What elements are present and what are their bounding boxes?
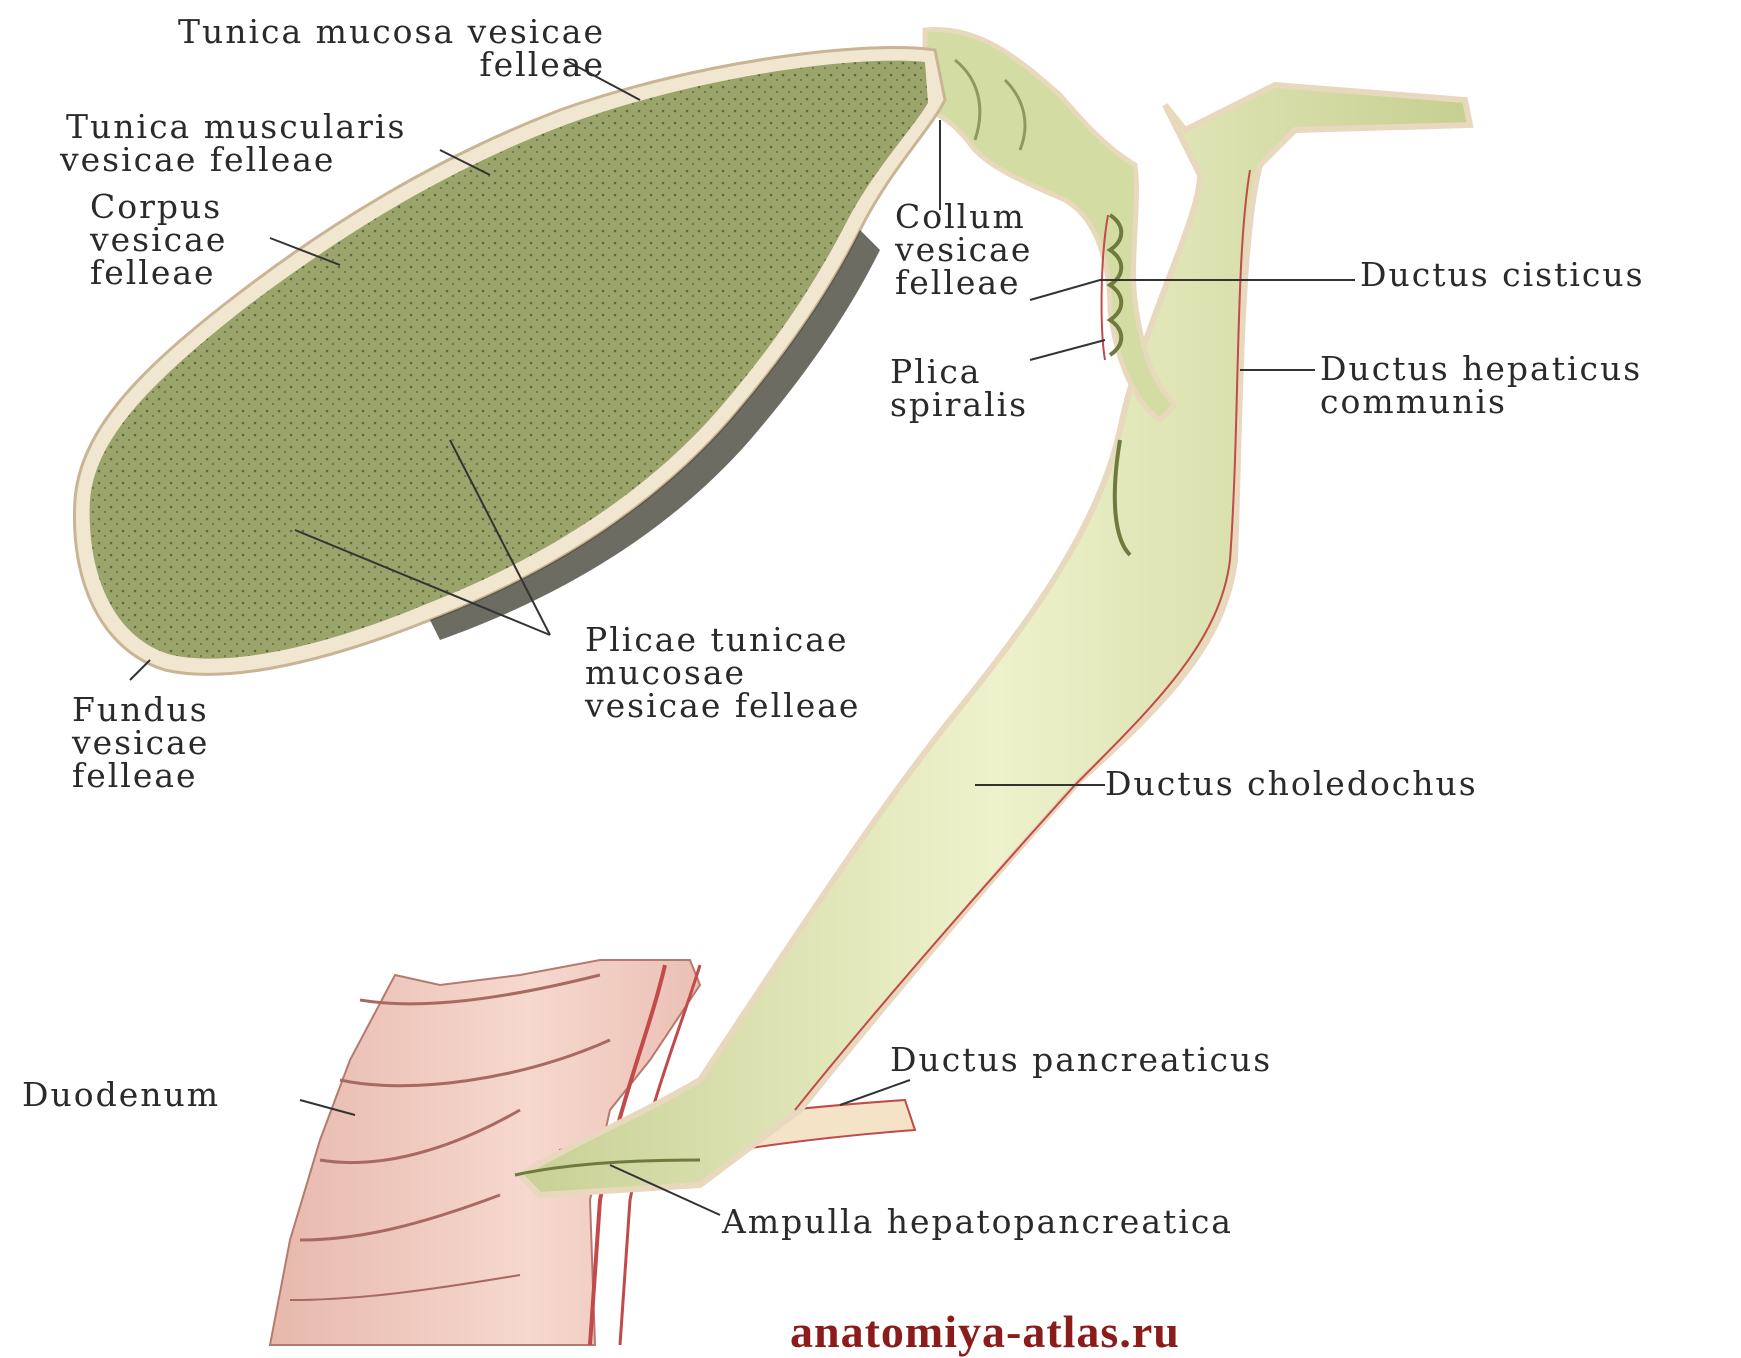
label-corpus: Corpus vesicae felleae [90, 190, 227, 289]
label-line: vesicae felleae [585, 689, 860, 722]
label-line: spiralis [890, 388, 1028, 421]
label-fundus: Fundus vesicae felleae [72, 693, 209, 792]
label-line: felleae [90, 256, 227, 289]
label-line: vesicae [72, 726, 209, 759]
label-line: mucosae [585, 656, 860, 689]
label-line: felleae [40, 48, 605, 81]
label-line: communis [1320, 385, 1642, 418]
label-line: Corpus [90, 190, 227, 223]
label-line: felleae [895, 266, 1032, 299]
label-line: vesicae [895, 233, 1032, 266]
label-line: Tunica muscularis [60, 110, 406, 143]
label-tunica-mucosa: Tunica mucosa vesicae felleae [40, 15, 605, 81]
label-ductus-pancreaticus: Ductus pancreaticus [890, 1043, 1272, 1076]
label-tunica-muscularis: Tunica muscularis vesicae felleae [60, 110, 406, 176]
label-line: Plica [890, 355, 1028, 388]
label-line: vesicae felleae [60, 143, 406, 176]
label-line: vesicae [90, 223, 227, 256]
label-ductus-choledochus: Ductus choledochus [1105, 767, 1478, 800]
label-plica-spiralis: Plica spiralis [890, 355, 1028, 421]
label-line: Ductus hepaticus [1320, 352, 1642, 385]
label-line: felleae [72, 759, 209, 792]
label-line: Plicae tunicae [585, 623, 860, 656]
watermark: anatomiya-atlas.ru [790, 1305, 1180, 1358]
label-line: Collum [895, 200, 1032, 233]
label-line: Tunica mucosa vesicae [40, 15, 605, 48]
label-ductus-cisticus: Ductus cisticus [1360, 258, 1645, 291]
label-ductus-hepaticus: Ductus hepaticus communis [1320, 352, 1642, 418]
label-line: Fundus [72, 693, 209, 726]
label-plicae-tunicae: Plicae tunicae mucosae vesicae felleae [585, 623, 860, 722]
label-duodenum: Duodenum [22, 1078, 220, 1111]
label-collum: Collum vesicae felleae [895, 200, 1032, 299]
label-ampulla: Ampulla hepatopancreatica [722, 1205, 1233, 1238]
